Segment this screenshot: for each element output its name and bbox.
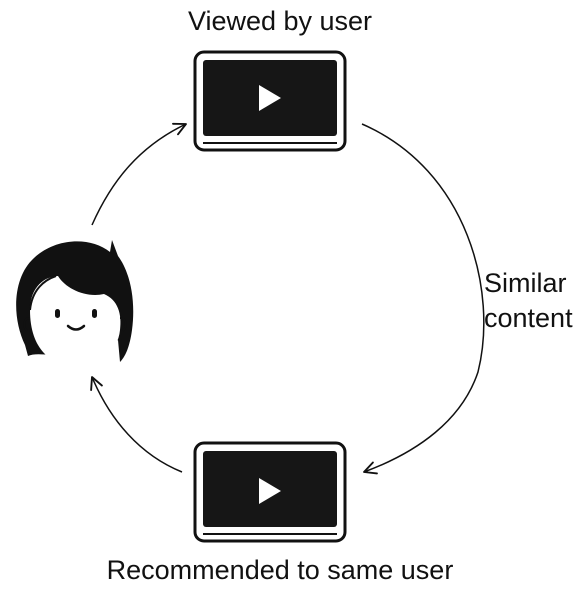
play-icon [259,85,281,111]
similar-content-line-2: content [484,303,573,333]
arrow-recommended-to-user [90,376,183,473]
arrow-user-to-viewed [91,122,187,226]
girl-face-icon [16,240,134,366]
video-player-bottom-icon [193,441,347,543]
play-icon [259,478,281,504]
eye-icon [55,309,60,318]
eye-icon [92,309,97,318]
similar-content-line-1: Similar [484,268,567,298]
recommended-label: Recommended to same user [106,555,454,585]
arrow-viewed-to-recommended [361,123,485,475]
viewed-by-user-label: Viewed by user [187,6,373,36]
video-player-top-icon [193,50,347,152]
similar-content-label: Similar content [484,266,573,336]
